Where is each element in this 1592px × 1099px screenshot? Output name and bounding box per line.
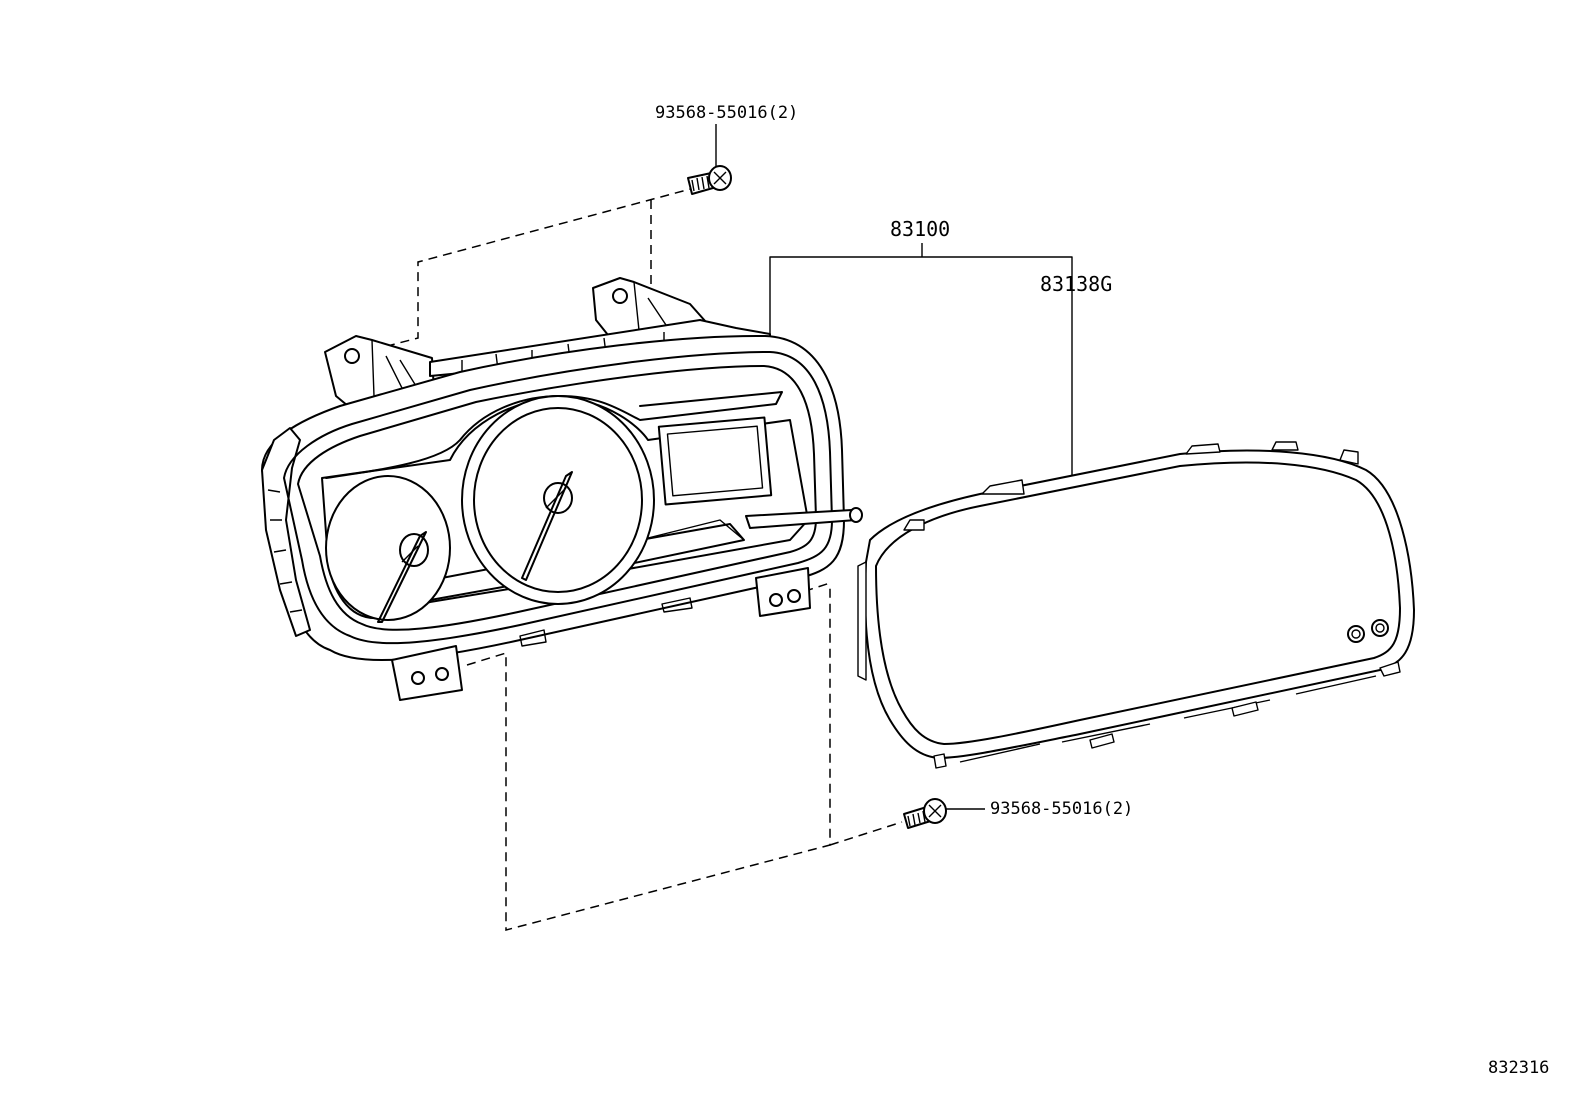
label-screw-bottom[interactable]: 93568-55016(2) <box>990 799 1133 819</box>
label-assembly[interactable]: 83100 <box>890 217 950 241</box>
screw-bottom-icon[interactable] <box>903 798 947 829</box>
leader-lines <box>715 124 1073 810</box>
meter-glass[interactable] <box>857 441 1415 769</box>
figure-id: 832316 <box>1488 1058 1549 1078</box>
label-screw-top[interactable]: 93568-55016(2) <box>655 103 798 123</box>
label-glass[interactable]: 83138G <box>1040 272 1112 296</box>
combination-meter-assembly[interactable] <box>261 277 863 701</box>
screw-top-icon[interactable] <box>687 165 732 195</box>
